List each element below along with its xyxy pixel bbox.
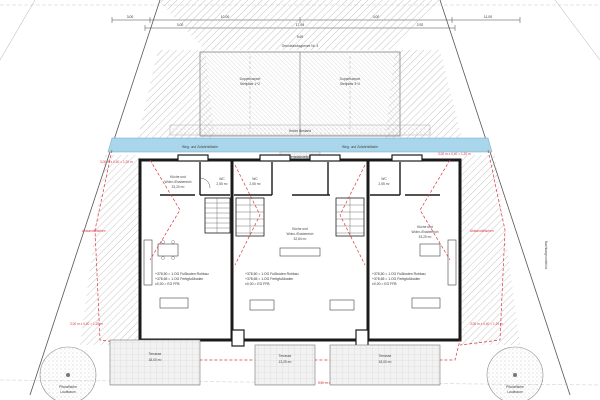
tree-right: Pflanzfläche Laubbaum [486, 346, 544, 400]
dim-top-left: 3.00 [127, 15, 134, 19]
house-3: WC 2,55 m² Küche und Wohn-/Essbereich 33… [370, 162, 457, 309]
terraces: Terrasse 18,00 m² Terrasse 13,25 m² Terr… [109, 339, 441, 386]
dim-right-top: 2.92 [417, 23, 424, 27]
house-2-level2: +378,65 = 1.OG Fertigfußboden [245, 277, 293, 281]
terrace-left-area: 18,00 m² [148, 358, 162, 362]
setback-right-top: 3,00 m x 0,40 = 1,20 m [438, 152, 471, 156]
label-bike-shed: Fahrradabstellplatz [286, 155, 314, 159]
house-1-level3: ±0,00 = EG FFB [155, 282, 180, 286]
dim-top-mid-left: 3.00 [177, 23, 184, 27]
house-3-wc-area: 2,55 m² [378, 182, 390, 186]
house-2-level3: ±0,00 = EG FFB [245, 282, 270, 286]
dim-top-far-right: 11.00 [484, 15, 492, 19]
label-street-left: Weg- und Zufahrtsfläche [182, 145, 218, 149]
house-1-room-name2: Wohn-/Essbereich [165, 180, 192, 184]
house-3-level1: +378,50 = 1.OG Fußboden Rohbau [372, 272, 426, 276]
side-planting: Nachbargrundstück [80, 155, 548, 345]
terrace-right: Terrasse [379, 354, 392, 358]
setback-left-top: 3,00 m x 0,40 = 1,20 m [100, 160, 133, 164]
house-3-wc: WC [381, 177, 387, 181]
house-1: WC 2,55 m² Küche und Wohn-/Essbereich 33… [143, 162, 231, 309]
house-2-room-name2: Wohn-/Essbereich [287, 232, 314, 236]
carport-right-ref: Stellplatz 3+4 [340, 82, 360, 86]
house-3-level3: ±0,00 = EG FFB [372, 282, 397, 286]
house-1-level1: +378,50 = 1.OG Fußboden Rohbau [155, 272, 209, 276]
terrace-mid-area: 13,25 m² [278, 360, 292, 364]
carport-area: Doppelcarport Stellplatz 1+2 Doppelcarpo… [169, 51, 431, 137]
setback-right-side: Abstandsflächen [470, 229, 494, 233]
house-1-wc: WC [219, 177, 225, 181]
row-houses: WC 2,55 m² Küche und Wohn-/Essbereich 33… [138, 154, 462, 347]
tree-right-note: Laubbaum [507, 390, 523, 394]
house-1-room-area: 33,20 m² [171, 185, 185, 189]
setback-bottom-left-1: 3,00 m x 0,40 = 1,20 m [70, 322, 103, 326]
label-street-right: Weg- und Zufahrtsfläche [342, 145, 378, 149]
tree-left-note: Laubbaum [60, 390, 76, 394]
house-2-level1: +378,50 = 1.OG Fußboden Rohbau [245, 272, 299, 276]
tree-left-name: Pflanzfläche [59, 385, 77, 389]
house-1-wc-area: 2,55 m² [216, 182, 228, 186]
paving-strip: Weg- und Zufahrtsfläche Weg- und Zufahrt… [107, 137, 493, 161]
house-2-room-name: Küche und [292, 227, 308, 231]
house-3-room-area: 33,20 m² [418, 235, 432, 239]
terrace-mid: Terrasse [279, 354, 292, 358]
house-2-room-area: 32,84 m² [293, 237, 307, 241]
label-hedge: Hecke Bestand [289, 129, 312, 133]
tree-left: Pflanzfläche Laubbaum [39, 346, 97, 400]
label-neighbor-right: Nachbargrundstück [544, 241, 548, 270]
tree-right-name: Pflanzfläche [506, 385, 524, 389]
house-2-wc-area: 2,55 m² [249, 182, 261, 186]
house-3-level2: +378,65 = 1.OG Fertigfußboden [372, 277, 420, 281]
house-2-wc: WC [252, 177, 258, 181]
carport-left-name: Doppelcarport [240, 77, 261, 81]
house-3-room-name: Küche und [417, 225, 433, 229]
terrace-right-area: 18,00 m² [378, 360, 392, 364]
house-3-room-name2: Wohn-/Essbereich [412, 230, 439, 234]
label-plot-top: Grundstücksgrenze Nr. 4 [282, 44, 319, 48]
setback-bottom-right-1: 3,00 m x 0,40 = 1,20 m [470, 322, 503, 326]
house-1-room-name: Küche und [170, 175, 186, 179]
terrace-left: Terrasse [149, 352, 162, 356]
carport-right-name: Doppelcarport [340, 77, 361, 81]
house-1-level2: +378,65 = 1.OG Fertigfußboden [155, 277, 203, 281]
carport-left-ref: Stellplatz 1+2 [240, 82, 260, 86]
setback-left-side: Abstandsflächen [82, 229, 106, 233]
